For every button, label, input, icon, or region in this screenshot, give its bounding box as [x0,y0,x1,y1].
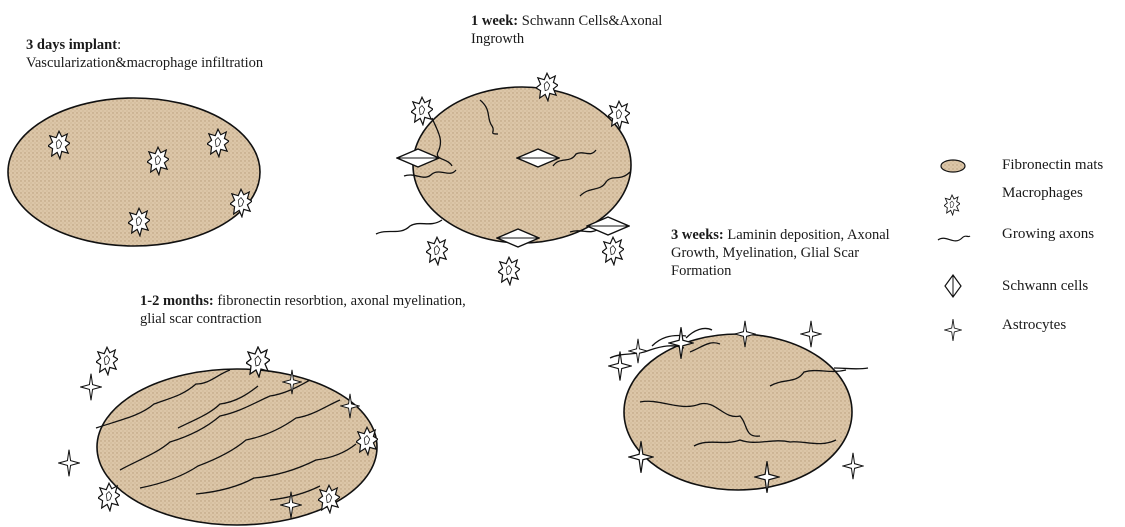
astrocyte-icon [801,321,821,347]
legend-label-axons: Growing axons [1002,225,1094,243]
caption-3-weeks: 3 weeks: Laminin deposition, Axonal Grow… [671,226,891,280]
macrophage-icon [96,347,118,375]
macrophage-icon [608,101,630,129]
macrophage-icon [498,257,520,285]
macrophage-icon [602,237,624,265]
legend-label-schwann: Schwann cells [1002,277,1088,295]
caption-3-days-title: 3 days implant [26,37,117,53]
macrophage-icon [426,237,448,265]
panel-1-2-months [59,347,378,525]
astrocyte-icon [945,319,962,341]
fibronectin-mat [624,334,852,490]
fibronectin-mat [413,87,631,243]
caption-3-days: 3 days implant: Vascularization&macropha… [26,36,286,72]
schwann-cell-icon [945,275,961,297]
panel-3-weeks [609,321,868,493]
legend-label-macrophages: Macrophages [1002,184,1083,202]
caption-1-week-title: 1 week: [471,13,518,29]
caption-3-weeks-title: 3 weeks: [671,227,724,243]
panel-3-days [8,98,260,246]
legend [938,160,970,341]
astrocyte-icon [81,374,101,401]
legend-label-astrocytes: Astrocytes [1002,316,1066,334]
caption-1-2-months-title: 1-2 months: [140,293,214,309]
astrocyte-icon [59,450,79,477]
caption-1-2-months: 1-2 months: fibronectin resorbtion, axon… [140,292,480,328]
axon-icon [938,236,970,241]
astrocyte-icon [609,351,631,380]
fibronectin-mat-icon [941,160,965,172]
legend-label-fibronectin: Fibronectin mats [1002,156,1103,174]
caption-1-week: 1 week: Schwann Cells&Axonal Ingrowth [471,12,711,48]
macrophage-icon [98,483,120,511]
astrocyte-icon [629,339,648,363]
macrophage-icon [944,195,960,215]
panel-1-week [376,73,631,285]
macrophage-icon [411,97,433,125]
astrocyte-icon [843,453,863,479]
